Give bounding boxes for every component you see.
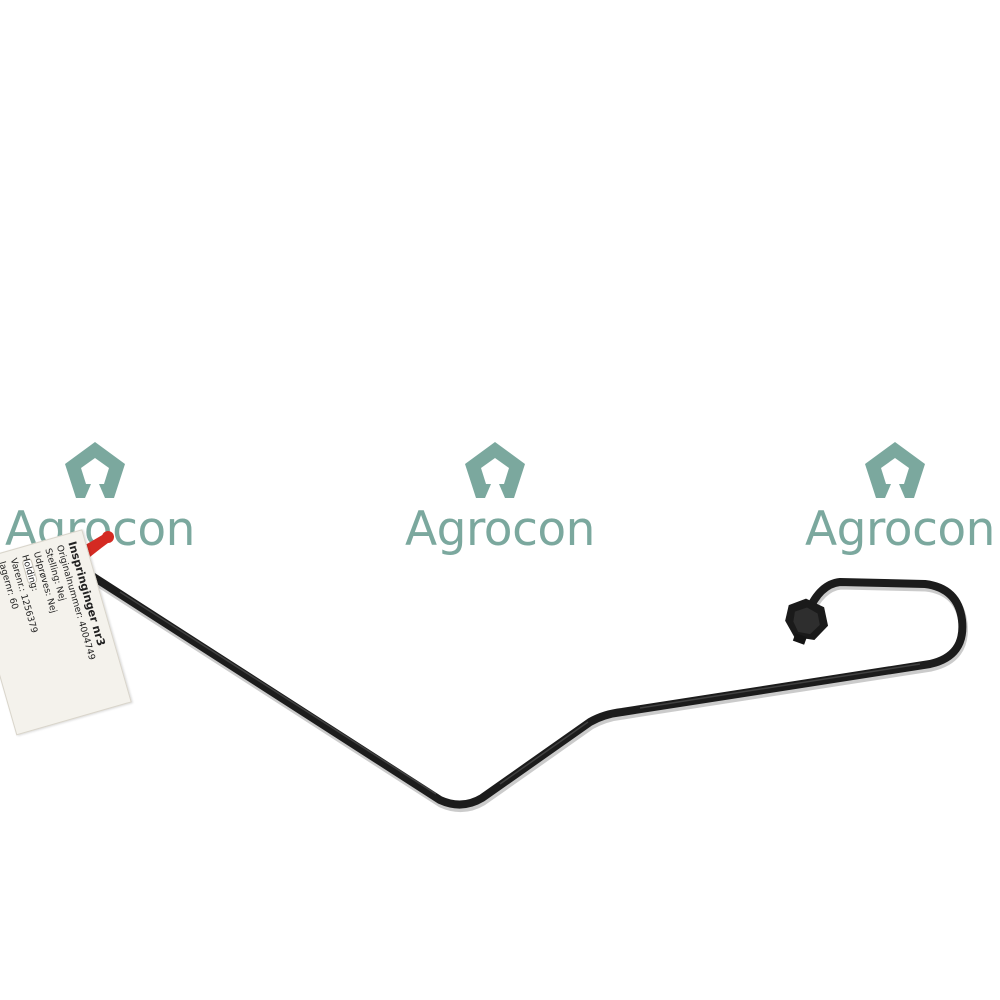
pentagon-logo-icon <box>465 442 525 498</box>
rod-shadow <box>88 574 968 812</box>
watermark-brand-text: Agrocon <box>805 502 995 557</box>
hex-nut <box>785 598 829 645</box>
watermark-center: Agrocon <box>395 436 605 566</box>
pentagon-logo-icon <box>865 442 925 498</box>
rod-body <box>88 572 967 809</box>
watermark-right: Agrocon <box>795 436 1000 566</box>
rod-highlight <box>119 591 921 795</box>
watermark-brand-text: Agrocon <box>405 502 595 557</box>
pentagon-logo-icon <box>65 442 125 498</box>
